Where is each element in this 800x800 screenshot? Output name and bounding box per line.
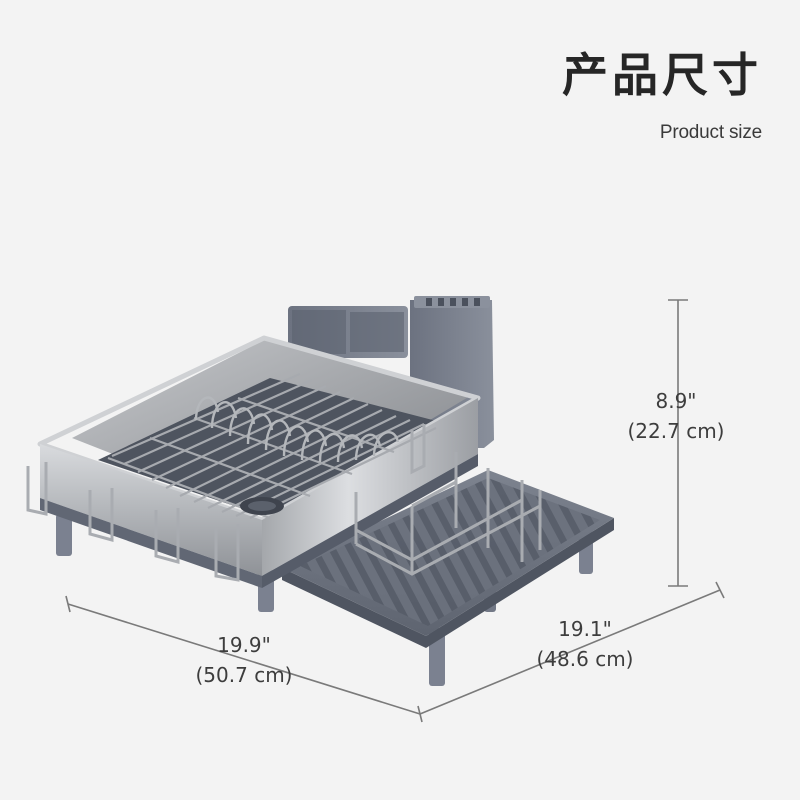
- page-subtitle: Product size: [659, 122, 762, 143]
- plate-wires: [194, 396, 400, 463]
- board-wire-holder: [354, 452, 542, 576]
- dimension-lines: [65, 299, 725, 723]
- depth-label: 19.1" (48.6 cm): [524, 614, 646, 674]
- width-dimension-line: [67, 603, 421, 715]
- drain-board-edge: [282, 518, 614, 648]
- height-cm: (22.7 cm): [627, 419, 725, 443]
- basket-front-wall: [40, 444, 262, 576]
- basket-handle-wires: [26, 424, 426, 582]
- knife-slots: [426, 298, 480, 306]
- page-title: 产品尺寸: [562, 48, 762, 102]
- basket-floor: [98, 378, 448, 520]
- width-label: 19.9" (50.7 cm): [186, 630, 302, 690]
- depth-inch: 19.1": [558, 617, 612, 641]
- stainless-basket: [26, 335, 481, 588]
- height-label: 8.9" (22.7 cm): [620, 386, 732, 446]
- depth-cm: (48.6 cm): [536, 647, 634, 671]
- width-inch: 19.9": [217, 633, 271, 657]
- depth-dimension-line: [419, 589, 721, 715]
- height-inch: 8.9": [655, 389, 697, 413]
- width-cm: (50.7 cm): [195, 663, 293, 687]
